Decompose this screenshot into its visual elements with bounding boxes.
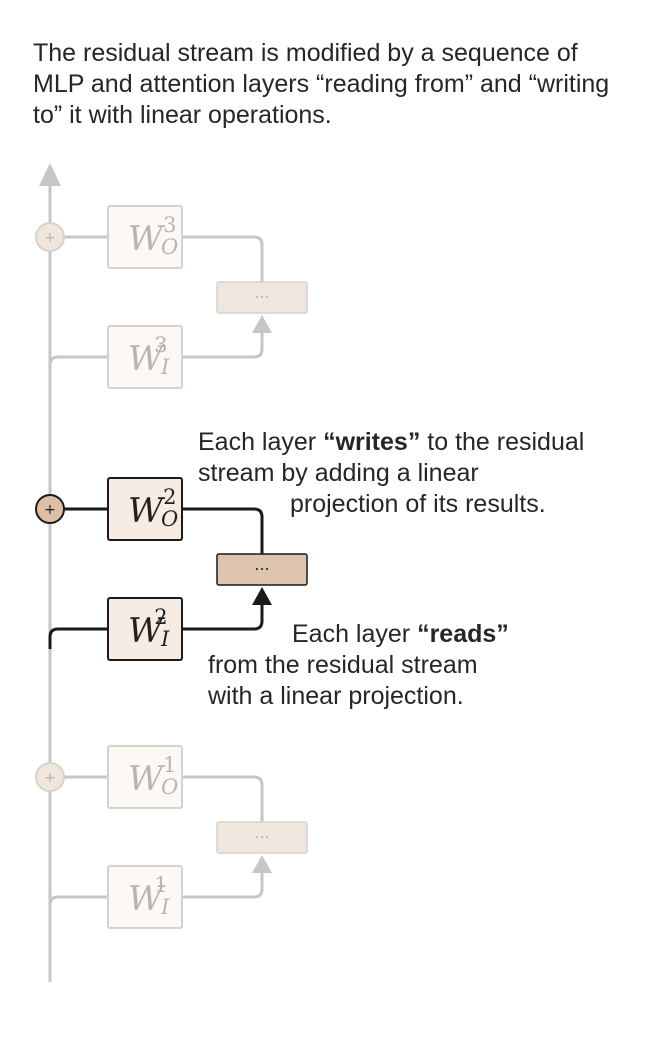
- write-path-2: [182, 507, 264, 554]
- intro-text: The residual stream is modified by a seq…: [33, 39, 610, 129]
- write-weight-box-2: WO2: [107, 477, 183, 541]
- read-connector-3: [48, 355, 108, 377]
- reads-line-1: Each layer “reads”: [208, 620, 509, 648]
- read-weight-box-1: WI1: [107, 865, 183, 929]
- read-connector-2: [48, 627, 108, 649]
- layer-block-3: [216, 281, 308, 314]
- reads-keyword: “reads”: [417, 620, 509, 648]
- read-weight-rect-3: [107, 325, 183, 389]
- add-node-3: [35, 222, 65, 252]
- write-path-3: [182, 235, 264, 282]
- layer-block-label-3: ···: [254, 288, 269, 307]
- add-node-1: [35, 762, 65, 792]
- add-node-label-2: +: [44, 502, 56, 518]
- read-weight-label-2: WI2: [128, 605, 170, 651]
- read-weight-label-3: WI3: [128, 333, 170, 379]
- read-path-3: [182, 329, 264, 359]
- writes-line-1: Each layer “writes” to the residual: [198, 428, 584, 456]
- layer-block-label-2: ···: [254, 560, 269, 579]
- write-weight-label-1: WO1: [128, 753, 178, 799]
- write-weight-label-3: WO3: [128, 213, 178, 259]
- read-arrowhead-1: [252, 855, 272, 873]
- read-arrowhead-3: [252, 315, 272, 333]
- reads-line-2: from the residual stream: [208, 651, 478, 679]
- reads-line-3: with a linear projection.: [208, 682, 464, 710]
- layer-block-label-1: ···: [254, 828, 269, 847]
- read-weight-rect-1: [107, 865, 183, 929]
- read-weight-label-1: WI1: [128, 873, 170, 919]
- writes-annotation: Each layer “writes” to the residual stre…: [198, 427, 658, 520]
- write-weight-label-2: WO2: [128, 485, 178, 531]
- read-path-1: [182, 869, 264, 899]
- write-weight-box-3: WO3: [107, 205, 183, 269]
- writes-suffix: to the residual: [420, 428, 585, 456]
- add-node-label-1: +: [44, 770, 56, 786]
- writes-prefix: Each layer: [198, 428, 324, 456]
- reads-prefix: Each layer: [292, 620, 418, 648]
- reads-annotation: Each layer “reads” from the residual str…: [208, 619, 628, 712]
- read-arrowhead-2: [252, 587, 272, 605]
- writes-keyword: “writes”: [323, 428, 421, 456]
- read-weight-box-3: WI3: [107, 325, 183, 389]
- add-node-2: [35, 494, 65, 524]
- write-weight-box-1: WO1: [107, 745, 183, 809]
- writes-line-2: stream by adding a linear: [198, 459, 479, 487]
- read-path-2: [182, 601, 264, 631]
- layer-block-1: [216, 821, 308, 854]
- write-weight-rect-3: [107, 205, 183, 269]
- write-weight-rect-1: [107, 745, 183, 809]
- add-node-label-3: +: [44, 230, 56, 246]
- write-path-1: [182, 775, 264, 822]
- read-connector-1: [48, 895, 108, 917]
- write-weight-rect-2: [107, 477, 183, 541]
- residual-stream-arrowhead: [39, 163, 61, 186]
- writes-line-3: projection of its results.: [290, 490, 546, 518]
- layer-block-2: [216, 553, 308, 586]
- read-weight-box-2: WI2: [107, 597, 183, 661]
- read-weight-rect-2: [107, 597, 183, 661]
